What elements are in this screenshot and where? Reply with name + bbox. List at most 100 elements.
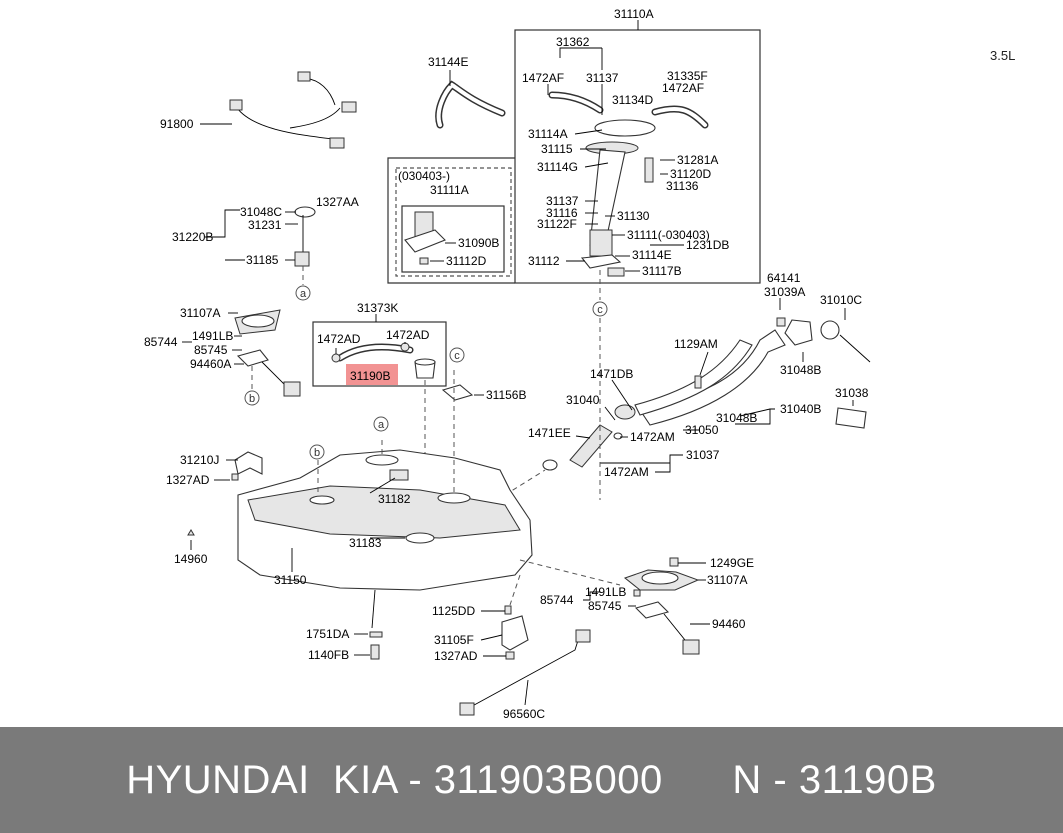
sub-pump-box — [401, 205, 505, 273]
label-1472AM-a: 1472AM — [630, 430, 675, 444]
label-1471DB: 1471DB — [590, 367, 633, 381]
label-94460A: 94460A — [190, 357, 231, 371]
label-31335F: 31335F — [667, 69, 708, 83]
left-cover-and-sender — [182, 309, 301, 397]
sub-pump-31111A — [404, 211, 456, 265]
label-1472AM-b: 1472AM — [604, 465, 649, 479]
label-31373K: 31373K — [357, 301, 398, 315]
label-1327AD-a: 1327AD — [166, 473, 210, 487]
svg-text:b: b — [314, 447, 320, 459]
label-1491LB-b: 1491LB — [585, 585, 626, 599]
label-1249GE: 1249GE — [710, 556, 754, 570]
hose-kit-box — [312, 321, 447, 387]
label-85745-a: 85745 — [194, 343, 228, 357]
label-31134D: 31134D — [612, 93, 653, 107]
level-sender-31220B — [205, 206, 316, 285]
label-1140FB: 1140FB — [308, 648, 349, 662]
circle-marker-c-mid: c — [449, 347, 465, 363]
footer-spacer — [663, 758, 733, 803]
circle-marker-c-top: c — [592, 301, 608, 317]
dated-variant-box — [395, 167, 512, 277]
label-31220B: 31220B — [172, 230, 213, 244]
heat-shield-and-cable — [354, 605, 591, 716]
fuel-tank-exploded-diagram: a c b c a b 31110A 31362 1472AF 31137 31… — [144, 7, 871, 721]
label-31114E: 31114E — [632, 248, 672, 262]
label-31144E: 31144E — [428, 55, 468, 69]
label-94460: 94460 — [712, 617, 746, 631]
circle-marker-a-tank: a — [373, 416, 389, 432]
vent-tube-31144E — [435, 70, 506, 129]
label-31117B: 31117B — [642, 264, 682, 278]
svg-text:c: c — [454, 350, 460, 362]
svg-text:b: b — [249, 393, 255, 405]
label-1472AD-b: 1472AD — [386, 328, 430, 342]
label-1231DB: 1231DB — [686, 238, 729, 252]
label-96560C: 96560C — [503, 707, 545, 721]
label-31122F: 31122F — [537, 217, 577, 231]
part-labels: 31110A 31362 1472AF 31137 31335F 1472AF … — [144, 7, 869, 721]
label-64141: 64141 — [767, 271, 801, 285]
footer-brand-part-number: HYUNDAI KIA - 311903B000 — [126, 757, 663, 802]
label-31048B-b: 31048B — [716, 411, 757, 425]
label-1472AF-a: 1472AF — [522, 71, 564, 85]
circle-marker-b-left: b — [244, 390, 260, 406]
hose-kit-31373K — [331, 314, 484, 495]
label-31038: 31038 — [835, 386, 869, 400]
svg-text:a: a — [300, 288, 307, 300]
label-1751DA: 1751DA — [306, 627, 349, 641]
circle-marker-b-tank: b — [309, 444, 325, 460]
label-31111A: 31111A — [430, 183, 469, 197]
bracket-31210J — [187, 451, 263, 550]
label-31120D: 31120D — [670, 167, 711, 181]
label-1472AF-b: 1472AF — [662, 81, 704, 95]
label-31185: 31185 — [246, 253, 279, 267]
label-31107A-a: 31107A — [180, 306, 220, 320]
label-31112D: 31112D — [446, 254, 487, 268]
svg-text:a: a — [378, 419, 385, 431]
highlight-31190B — [346, 364, 398, 385]
label-31040B: 31040B — [780, 402, 821, 416]
label-31137-a: 31137 — [586, 71, 619, 85]
label-31039A: 31039A — [764, 285, 805, 299]
label-31210J: 31210J — [180, 453, 219, 467]
label-31048C: 31048C — [240, 205, 282, 219]
svg-text:c: c — [597, 304, 603, 316]
label-31130: 31130 — [617, 209, 650, 223]
label-85744-a: 85744 — [144, 335, 178, 349]
label-1471EE: 1471EE — [528, 426, 571, 440]
label-31190B: 31190B — [350, 369, 390, 383]
label-31116: 31116 — [546, 206, 578, 220]
label-31050: 31050 — [685, 423, 719, 437]
right-cover-and-sender — [583, 557, 710, 655]
fuel-tank-31150 — [237, 318, 621, 629]
wiring-harness-91800 — [200, 71, 357, 149]
label-85745-b: 85745 — [588, 599, 622, 613]
label-14960: 14960 — [174, 552, 208, 566]
label-31231: 31231 — [248, 218, 282, 232]
label-1125DD: 1125DD — [432, 604, 475, 618]
label-1327AD-b: 1327AD — [434, 649, 478, 663]
label-31105F: 31105F — [434, 633, 474, 647]
label-31110A: 31110A — [614, 7, 654, 21]
label-31136: 31136 — [666, 179, 699, 193]
label-1472AD-a: 1472AD — [317, 332, 361, 346]
label-31114A: 31114A — [528, 127, 568, 141]
label-31362: 31362 — [556, 35, 590, 49]
label-31115: 31115 — [541, 142, 573, 156]
engine-variant-label: 3.5L — [990, 48, 1016, 63]
label-31090B: 31090B — [458, 236, 499, 250]
footer-ref-number: N - 31190B — [732, 757, 937, 802]
label-31156B: 31156B — [486, 388, 526, 402]
label-1327AA: 1327AA — [316, 195, 359, 209]
label-31281A: 31281A — [677, 153, 718, 167]
filler-neck-assembly — [504, 298, 871, 496]
label-31114G: 31114G — [537, 160, 578, 174]
label-1129AM: 1129AM — [674, 337, 718, 351]
sender-box-extension — [387, 157, 515, 284]
label-31040: 31040 — [566, 393, 600, 407]
label-31048B-a: 31048B — [780, 363, 821, 377]
fuel-pump-module — [547, 20, 709, 300]
label-31112: 31112 — [528, 254, 560, 268]
label-030403: (030403-) — [398, 169, 450, 183]
